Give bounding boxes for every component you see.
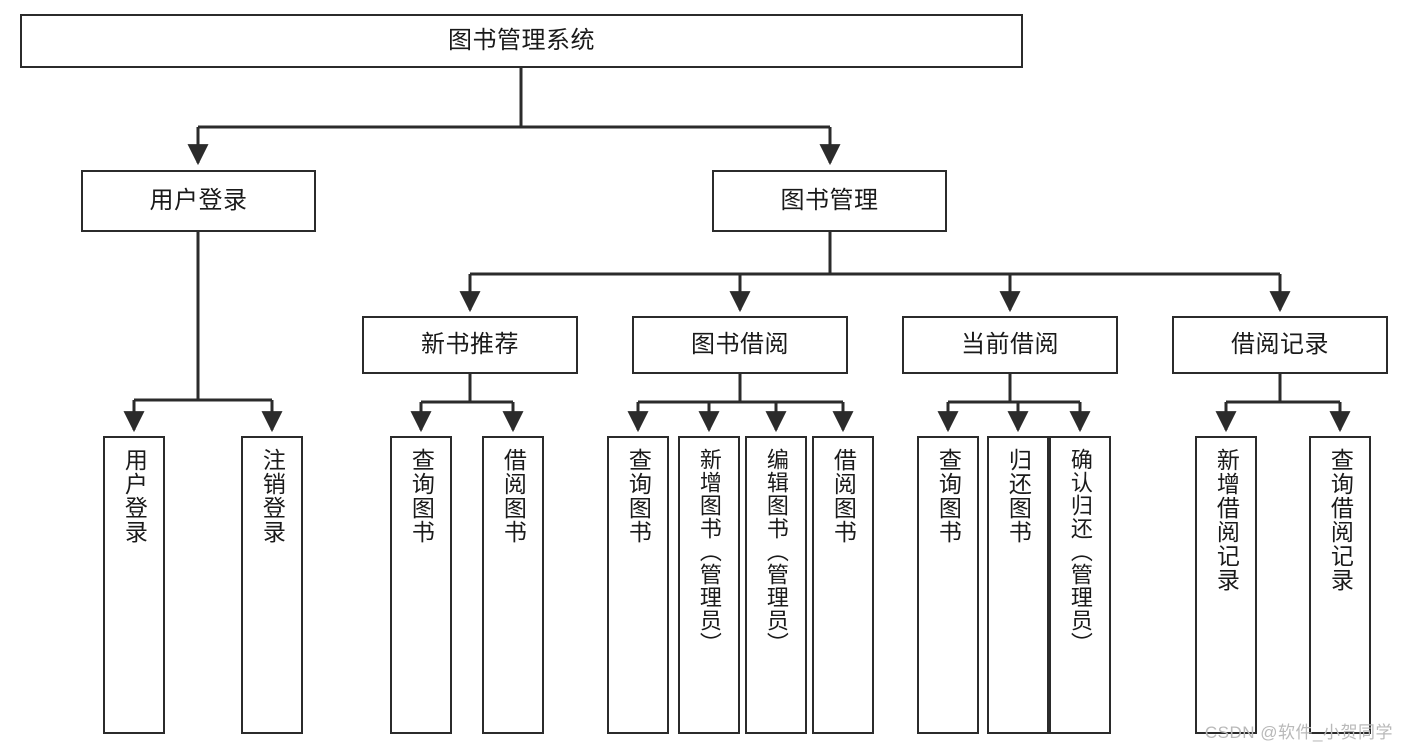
node-book-manage[interactable]: 图书管理 [712,170,947,232]
csdn-watermark: CSDN @软件_小贺同学 [1204,723,1393,742]
node-leaf-logout-label: 注销登录 [259,448,286,544]
node-leaf-add-record-label: 新增借阅记录 [1213,448,1240,592]
node-leaf-add-book[interactable]: 新增图书（管理员） [678,436,740,734]
node-leaf-borrow-book-1-label: 借阅图书 [500,448,527,544]
node-borrow-record[interactable]: 借阅记录 [1172,316,1388,374]
node-leaf-user-login[interactable]: 用户登录 [103,436,165,734]
node-leaf-edit-book-label: 编辑图书（管理员） [763,448,789,655]
node-leaf-confirm-return-label: 确认归还（管理员） [1067,448,1093,655]
node-leaf-query-record[interactable]: 查询借阅记录 [1309,436,1371,734]
node-leaf-query-record-label: 查询借阅记录 [1327,448,1354,592]
node-leaf-query-book-3-label: 查询图书 [935,448,962,544]
node-leaf-borrow-book-1[interactable]: 借阅图书 [482,436,544,734]
node-leaf-query-book-1[interactable]: 查询图书 [390,436,452,734]
node-leaf-add-record[interactable]: 新增借阅记录 [1195,436,1257,734]
node-leaf-logout[interactable]: 注销登录 [241,436,303,734]
node-leaf-query-book-2[interactable]: 查询图书 [607,436,669,734]
node-root[interactable]: 图书管理系统 [20,14,1023,68]
node-leaf-query-book-1-label: 查询图书 [408,448,435,544]
node-book-manage-label: 图书管理 [780,187,879,214]
node-book-borrow[interactable]: 图书借阅 [632,316,848,374]
node-leaf-confirm-return[interactable]: 确认归还（管理员） [1049,436,1111,734]
node-current-borrow[interactable]: 当前借阅 [902,316,1118,374]
node-leaf-return-book-label: 归还图书 [1005,448,1032,544]
node-leaf-borrow-book-2[interactable]: 借阅图书 [812,436,874,734]
node-leaf-query-book-2-label: 查询图书 [625,448,652,544]
node-leaf-edit-book[interactable]: 编辑图书（管理员） [745,436,807,734]
node-new-book-recommend-label: 新书推荐 [421,331,519,358]
node-new-book-recommend[interactable]: 新书推荐 [362,316,578,374]
node-user-login-label: 用户登录 [149,187,248,214]
node-current-borrow-label: 当前借阅 [961,331,1059,358]
node-user-login[interactable]: 用户登录 [81,170,316,232]
node-borrow-record-label: 借阅记录 [1231,331,1329,358]
node-root-label: 图书管理系统 [448,27,595,54]
node-leaf-return-book[interactable]: 归还图书 [987,436,1049,734]
node-book-borrow-label: 图书借阅 [691,331,789,358]
node-leaf-query-book-3[interactable]: 查询图书 [917,436,979,734]
node-leaf-user-login-label: 用户登录 [121,448,148,544]
node-leaf-add-book-label: 新增图书（管理员） [696,448,722,655]
node-leaf-borrow-book-2-label: 借阅图书 [830,448,857,544]
